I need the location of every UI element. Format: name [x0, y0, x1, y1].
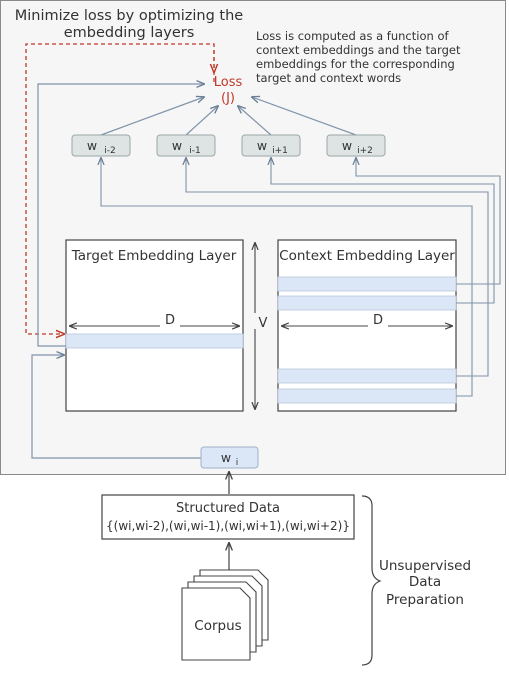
svg-text:context embeddings and the tar: context embeddings and the target: [256, 43, 461, 57]
context-row-3: [277, 368, 457, 384]
loss-symbol: (J): [221, 91, 235, 106]
context-row-to-word-arrows: [101, 158, 501, 397]
panel-title-line-2: embedding layers: [64, 25, 195, 41]
structured-title: Structured Data: [176, 501, 280, 516]
svg-text:i-1: i-1: [189, 146, 200, 156]
target-layer-title: Target Embedding Layer: [71, 248, 237, 264]
context-word-w-i+1: w i+1: [241, 134, 301, 157]
corpus-label: Corpus: [194, 618, 241, 634]
svg-text:w: w: [221, 450, 231, 465]
svg-text:w: w: [342, 138, 352, 153]
target-embedding-layer: Target Embedding Layer D: [65, 239, 244, 412]
unsupervised-label: Unsupervised Data Preparation: [379, 558, 471, 608]
svg-text:w: w: [172, 138, 182, 153]
target-dim-label: D: [165, 313, 175, 328]
svg-text:Unsupervised: Unsupervised: [379, 558, 471, 574]
svg-text:w: w: [257, 138, 267, 153]
context-row-4: [277, 388, 457, 404]
target-word-to-embedding-arrow: [31, 355, 201, 459]
loss-label: Loss: [214, 75, 243, 90]
svg-text:Loss is computed as a function: Loss is computed as a function of: [256, 29, 449, 43]
context-layer-title: Context Embedding Layer: [279, 248, 455, 264]
svg-text:target and context words: target and context words: [256, 71, 401, 85]
svg-text:Preparation: Preparation: [386, 592, 464, 608]
svg-text:w: w: [87, 138, 97, 153]
context-row-1: [277, 276, 457, 292]
optimize-dashed-arrow: [25, 43, 215, 334]
context-embedding-layer: Context Embedding Layer D: [277, 239, 457, 412]
context-dim-label: D: [373, 313, 383, 328]
svg-text:Data: Data: [409, 574, 441, 590]
svg-text:embeddings for the correspondi: embeddings for the corresponding: [256, 57, 455, 71]
loss-note: Loss is computed as a function of contex…: [256, 29, 461, 85]
target-word-box: w i: [200, 446, 259, 469]
svg-text:i-2: i-2: [104, 146, 115, 156]
svg-text:i+2: i+2: [357, 146, 373, 156]
panel-title-line-1: Minimize loss by optimizing the: [15, 8, 244, 24]
context-row-2: [277, 295, 457, 311]
corpus-documents: Corpus: [181, 569, 269, 661]
preparation-brace: [361, 495, 382, 666]
vocab-size-label: V: [259, 316, 268, 331]
target-row-to-loss-arrow: [37, 84, 204, 347]
structured-pairs: {(wi,wi-2),(wi,wi-1),(wi,wi+1),(wi,wi+2)…: [106, 519, 350, 533]
svg-text:i: i: [236, 458, 239, 468]
context-word-w-i-2: w i-2: [71, 134, 131, 157]
context-word-w-i+2: w i+2: [326, 134, 386, 157]
target-embedding-row: [65, 333, 244, 349]
structured-data-box: Structured Data {(wi,wi-2),(wi,wi-1),(wi…: [101, 494, 355, 540]
context-word-w-i-1: w i-1: [156, 134, 216, 157]
context-to-loss-arrows: [100, 97, 357, 136]
svg-text:i+1: i+1: [272, 146, 288, 156]
